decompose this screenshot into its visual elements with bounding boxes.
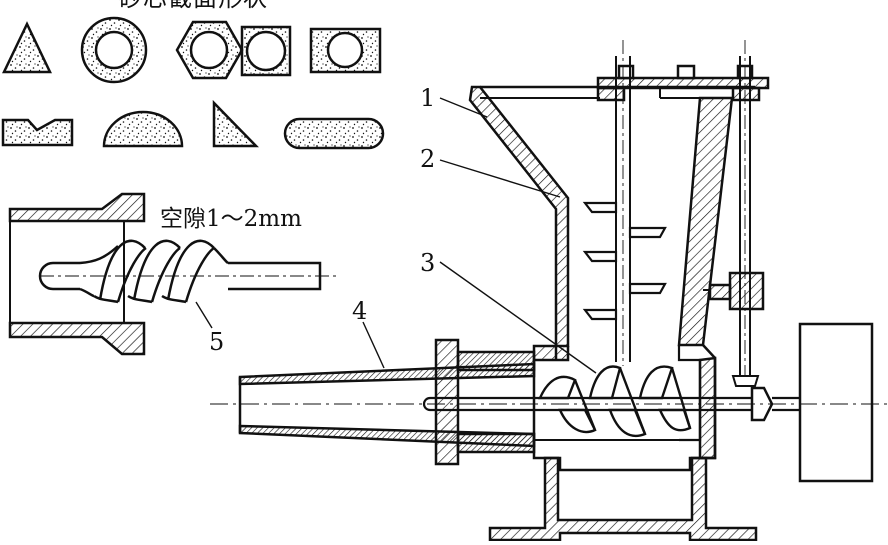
rectangle-round-hole-core-shape	[309, 27, 382, 74]
notched-bar-core-shape	[1, 118, 74, 147]
hexagon-core-shape	[175, 20, 244, 80]
part-label-4: 4	[352, 297, 368, 325]
machine-base	[488, 456, 758, 542]
side-gear-block	[728, 271, 765, 311]
right-triangle-core-shape	[212, 99, 259, 148]
ring-core-shape	[80, 16, 148, 84]
triangle-core-shape	[2, 21, 52, 74]
part-label-1: 1	[420, 84, 436, 112]
part-label-2: 2	[420, 145, 436, 173]
stirrer-blades	[582, 201, 667, 321]
core-shapes	[1, 16, 385, 150]
half-round-core-shape	[102, 110, 184, 148]
part-label-3: 3	[420, 249, 436, 277]
hopper-right-wall	[677, 96, 734, 347]
hopper-wall	[468, 85, 570, 348]
core-shapes-title: 砂芯截面形状	[118, 0, 268, 10]
part-label-5: 5	[209, 328, 225, 356]
square-round-hole-core-shape	[240, 25, 292, 77]
tube-upper-wall	[8, 192, 146, 223]
nozzle-flange	[434, 338, 460, 466]
spiral-core-detail	[8, 192, 340, 356]
leader-lines	[362, 97, 597, 374]
conical-nozzle	[238, 362, 536, 386]
housing-right-hatch	[698, 356, 717, 460]
core-shooter-machine	[210, 40, 888, 542]
drive-pulley	[798, 322, 874, 483]
helix	[79, 239, 229, 304]
chamber-housing	[532, 344, 570, 362]
tube-lower-wall	[8, 321, 146, 356]
obround-core-shape	[283, 117, 385, 150]
top-plate	[596, 76, 770, 90]
screw-flights	[538, 365, 692, 438]
gap-note: 空隙1～2mm	[160, 206, 302, 232]
